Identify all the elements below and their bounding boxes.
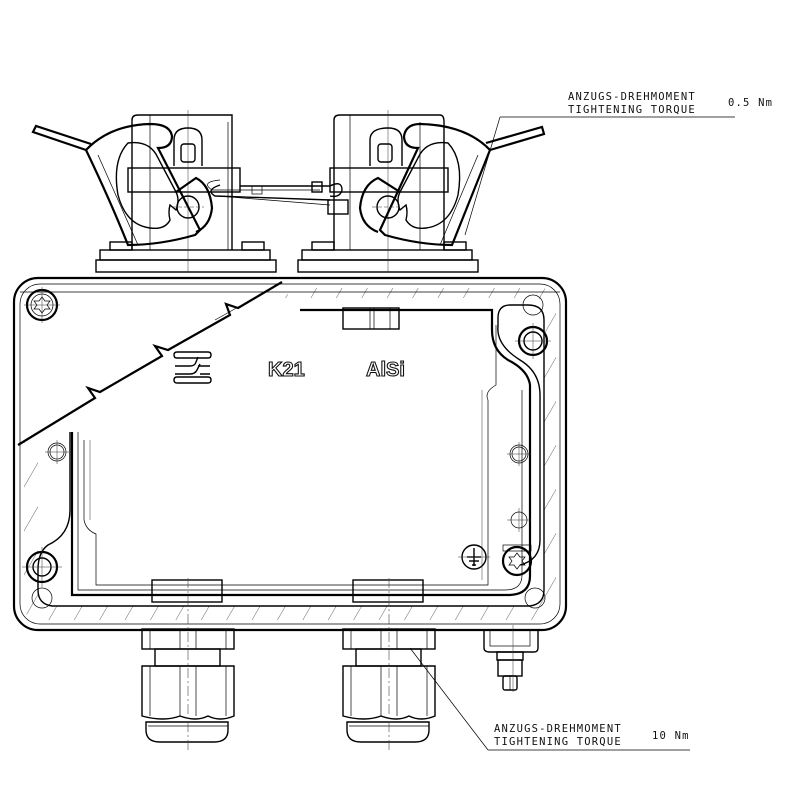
- corner-screw-top-right: [515, 294, 551, 359]
- safety-wire-rope: [207, 179, 349, 215]
- center-insert: [342, 307, 400, 330]
- annotation-value: 10 Nm: [652, 730, 690, 742]
- latch-right: [297, 110, 546, 273]
- annotation-gland-torque: ANZUGS-DREHMOMENT TIGHTENING TORQUE 10 N…: [494, 723, 690, 748]
- annotation-value: 0.5 Nm: [728, 97, 773, 109]
- annotation-label-de: ANZUGS-DREHMOMENT: [494, 723, 622, 735]
- annotation-label-en: TIGHTENING TORQUE: [568, 104, 696, 116]
- leader-line-latch: [464, 116, 735, 236]
- corner-screw-bottom-right: [501, 544, 546, 609]
- annotation-latch-torque: ANZUGS-DREHMOMENT TIGHTENING TORQUE 0.5 …: [568, 91, 773, 116]
- corner-screw-top-left: [24, 287, 60, 323]
- leader-line-gland: [409, 647, 690, 751]
- flameproof-symbol: [173, 351, 212, 384]
- annotation-label-de: ANZUGS-DREHMOMENT: [568, 91, 696, 103]
- latch-left: [31, 110, 277, 273]
- annotation-label-en: TIGHTENING TORQUE: [494, 736, 622, 748]
- corner-screw-bottom-left: [22, 547, 62, 609]
- enclosure: [12, 276, 568, 632]
- material-label: AlSi: [366, 359, 405, 381]
- cable-gland-left: [141, 578, 235, 750]
- ground-icon: [458, 544, 490, 570]
- type-code-label: K21: [268, 359, 305, 381]
- mounting-holes: [45, 440, 531, 532]
- earth-stud: [483, 625, 539, 692]
- cable-gland-right: [342, 578, 436, 750]
